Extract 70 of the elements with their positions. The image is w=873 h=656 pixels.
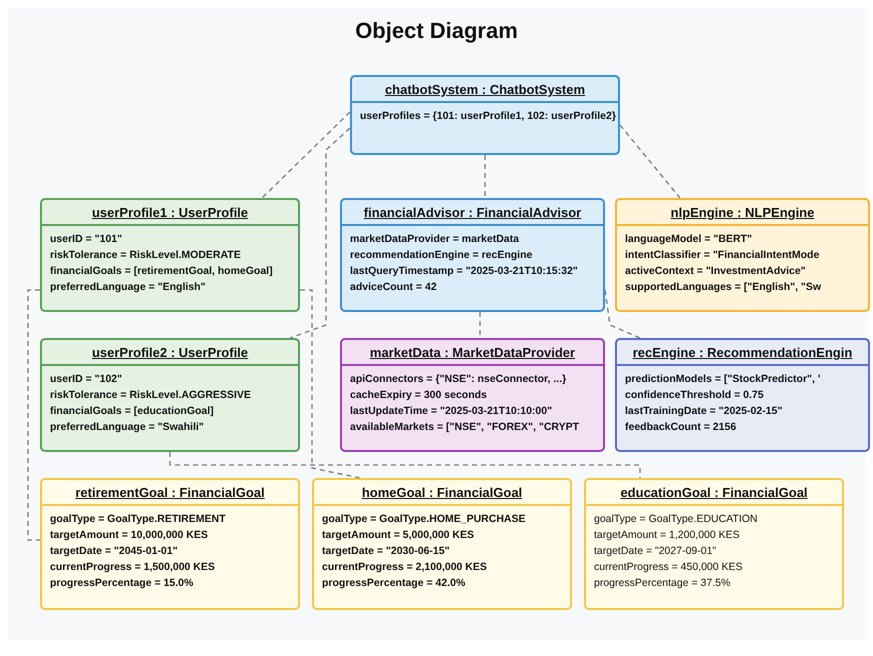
object-box [350, 75, 620, 155]
object-name: userProfile2 : UserProfile [42, 340, 298, 366]
attribute-value: recommendationEngine = recEngine [349, 248, 534, 263]
attribute-value: adviceCount = 42 [349, 280, 438, 295]
attribute-value: lastTrainingDate = "2025-02-15" [624, 404, 784, 419]
attribute-value: activeContext = "InvestmentAdvice" [624, 264, 807, 279]
link-line [262, 112, 350, 198]
link-line [484, 155, 486, 198]
object-name: educationGoal : FinancialGoal [586, 480, 842, 506]
object-box [584, 478, 844, 610]
attribute-value: userID = "102" [49, 372, 124, 387]
link-line [620, 124, 680, 198]
attribute-value: targetAmount = 5,000,000 KES [321, 528, 476, 543]
link-line [169, 452, 641, 478]
attribute-value: languageModel = "BERT" [624, 232, 753, 247]
object-box [312, 478, 572, 610]
attribute-value: goalType = GoalType.EDUCATION [593, 512, 758, 527]
object-box [615, 198, 870, 312]
attribute-value: currentProgress = 450,000 KES [593, 560, 744, 575]
attribute-value: goalType = GoalType.HOME_PURCHASE [321, 512, 527, 527]
attribute-value: supportedLanguages = ["English", "Sw [624, 280, 822, 295]
object-box [40, 198, 300, 312]
link-line [604, 290, 640, 339]
object-box [615, 338, 870, 452]
attribute-value: targetDate = "2045-01-01" [49, 544, 179, 559]
attribute-value: currentProgress = 1,500,000 KES [49, 560, 216, 575]
attribute-value: userID = "101" [49, 232, 124, 247]
object-box [40, 478, 300, 610]
object-name: chatbotSystem : ChatbotSystem [352, 77, 618, 103]
attribute-value: userProfiles = {101: userProfile1, 102: userProfile2} [359, 109, 617, 124]
object-name: homeGoal : FinancialGoal [314, 480, 570, 506]
attribute-value: lastUpdateTime = "2025-03-21T10:10:00" [349, 404, 554, 419]
attribute-value: progressPercentage = 37.5% [593, 576, 732, 591]
attribute-value: apiConnectors = {"NSE": nseConnector, ...} [349, 372, 568, 387]
attribute-value: lastQueryTimestamp = "2025-03-21T10:15:32" [349, 264, 579, 279]
object-name: userProfile1 : UserProfile [42, 200, 298, 226]
attribute-value: preferredLanguage = "Swahili" [49, 420, 205, 435]
attribute-value: riskTolerance = RiskLevel.MODERATE [49, 248, 242, 263]
link-line [27, 289, 40, 541]
attribute-value: targetDate = "2030-06-15" [321, 544, 451, 559]
attribute-value: targetDate = "2027-09-01" [593, 544, 718, 559]
object-box [340, 198, 605, 312]
attribute-value: currentProgress = 2,100,000 KES [321, 560, 488, 575]
attribute-value: progressPercentage = 15.0% [49, 576, 194, 591]
attribute-value: predictionModels = ["StockPredictor", ' [624, 372, 822, 387]
attribute-value: intentClassifier = "FinancialIntentMode [624, 248, 820, 263]
object-name: recEngine : RecommendationEngin [617, 340, 868, 366]
attribute-value: availableMarkets = ["NSE", "FOREX", "CRYPT [349, 420, 580, 435]
attribute-value: financialGoals = [retirementGoal, homeGoal] [49, 264, 274, 279]
attribute-value: feedbackCount = 2156 [624, 420, 738, 435]
attribute-value: cacheExpiry = 300 seconds [349, 388, 488, 403]
attribute-value: riskTolerance = RiskLevel.AGGRESSIVE [49, 388, 252, 403]
object-name: financialAdvisor : FinancialAdvisor [342, 200, 603, 226]
attribute-value: progressPercentage = 42.0% [321, 576, 466, 591]
attribute-value: marketDataProvider = marketData [349, 232, 520, 247]
link-line [479, 312, 481, 338]
link-line [290, 128, 350, 339]
object-name: nlpEngine : NLPEngine [617, 200, 868, 226]
attribute-value: preferredLanguage = "English" [49, 280, 207, 295]
link-line [300, 289, 360, 479]
object-name: marketData : MarketDataProvider [342, 340, 603, 366]
object-box [40, 338, 300, 452]
diagram-title: Object Diagram [354, 18, 519, 44]
attribute-value: financialGoals = [educationGoal] [49, 404, 215, 419]
attribute-value: goalType = GoalType.RETIREMENT [49, 512, 227, 527]
object-box [340, 338, 605, 452]
attribute-value: confidenceThreshold = 0.75 [624, 388, 765, 403]
object-name: retirementGoal : FinancialGoal [42, 480, 298, 506]
attribute-value: targetAmount = 10,000,000 KES [49, 528, 209, 543]
attribute-value: targetAmount = 1,200,000 KES [593, 528, 741, 543]
